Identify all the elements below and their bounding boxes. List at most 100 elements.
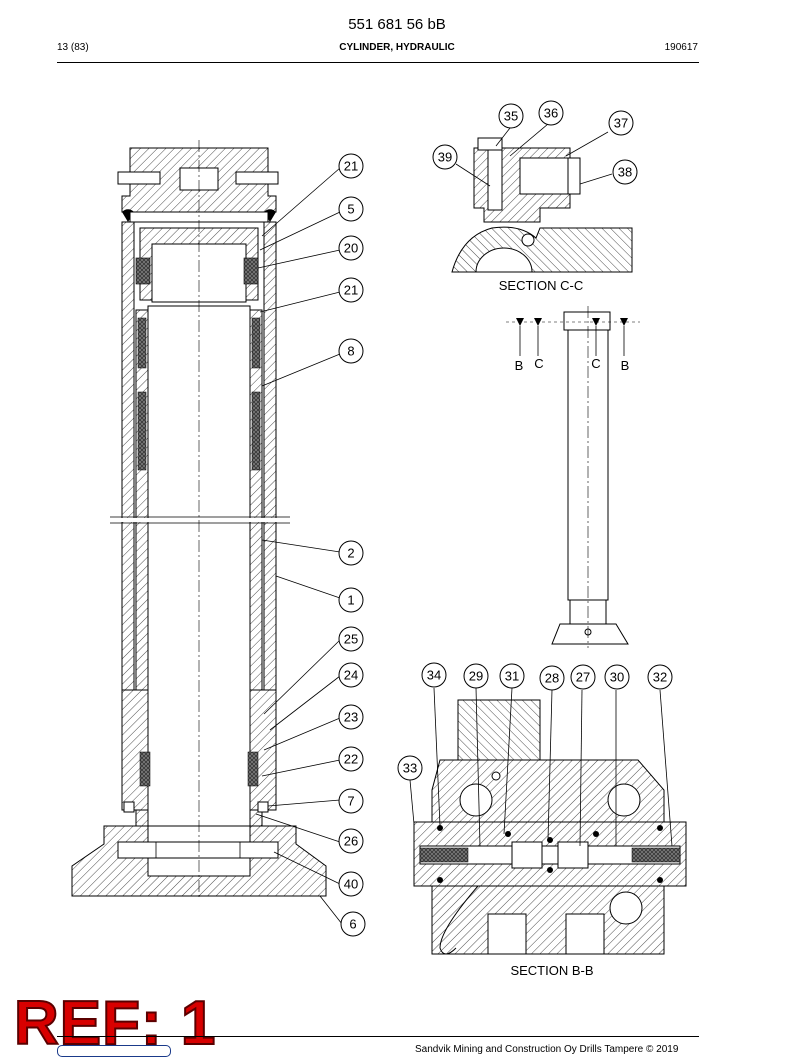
callout-21-top: 21 <box>338 153 364 179</box>
callout-21: 21 <box>338 277 364 303</box>
svg-text:23: 23 <box>344 710 358 725</box>
wear-ring-right <box>243 257 259 285</box>
svg-text:7: 7 <box>347 794 354 809</box>
main-cylinder-section <box>71 140 327 900</box>
callout-27: 27 <box>570 664 596 690</box>
svg-text:38: 38 <box>618 165 632 180</box>
side-elevation-view: B C C B <box>506 306 640 648</box>
svg-text:29: 29 <box>469 669 483 684</box>
marker-b-right: B <box>621 358 630 373</box>
cc-screw-head <box>477 137 503 151</box>
svg-text:40: 40 <box>344 877 358 892</box>
rod-seal-right <box>247 751 259 787</box>
svg-text:25: 25 <box>344 632 358 647</box>
callout-24: 24 <box>338 662 364 688</box>
callout-25: 25 <box>338 626 364 652</box>
cc-plug-cap <box>567 157 581 195</box>
callout-29: 29 <box>463 663 489 689</box>
svg-text:1: 1 <box>347 593 354 608</box>
svg-text:33: 33 <box>403 761 417 776</box>
side-head <box>563 311 611 331</box>
reference-stamp: REF: 1 <box>13 988 217 1059</box>
section-bb-label: SECTION B-B <box>510 963 593 978</box>
svg-text:21: 21 <box>344 159 358 174</box>
callout-35: 35 <box>498 103 524 129</box>
svg-text:27: 27 <box>576 670 590 685</box>
bb-port-right <box>565 913 605 955</box>
callout-28: 28 <box>539 665 565 691</box>
guide-band-right-2 <box>251 391 261 471</box>
svg-text:39: 39 <box>438 150 452 165</box>
bolt-left <box>123 801 135 813</box>
svg-text:34: 34 <box>427 668 441 683</box>
cc-pin <box>521 233 535 247</box>
wear-ring-left <box>135 257 151 285</box>
port-fitting-left <box>117 171 161 185</box>
callout-40: 40 <box>338 871 364 897</box>
svg-text:6: 6 <box>349 917 356 932</box>
callout-23: 23 <box>338 704 364 730</box>
main-leaders <box>255 167 343 925</box>
callout-5: 5 <box>338 196 364 222</box>
callout-32: 32 <box>647 664 673 690</box>
callout-8: 8 <box>338 338 364 364</box>
document-date: 190617 <box>664 42 698 53</box>
svg-text:2: 2 <box>347 546 354 561</box>
svg-text:31: 31 <box>505 669 519 684</box>
svg-text:8: 8 <box>347 344 354 359</box>
section-bb-view: SECTION B-B <box>409 687 687 978</box>
company-logo <box>57 1045 171 1057</box>
break-line <box>110 516 290 524</box>
rod-seal-left <box>139 751 151 787</box>
svg-text:30: 30 <box>610 670 624 685</box>
svg-text:36: 36 <box>544 106 558 121</box>
callout-31: 31 <box>499 663 525 689</box>
callout-37: 37 <box>608 110 634 136</box>
gland-left <box>121 689 149 811</box>
callout-20: 20 <box>338 235 364 261</box>
bolt-right <box>257 801 269 813</box>
footer-rule <box>57 1036 699 1037</box>
callout-38: 38 <box>612 159 638 185</box>
svg-text:21: 21 <box>344 283 358 298</box>
bb-thread-right <box>631 847 681 863</box>
page-number: 13 (83) <box>57 42 89 53</box>
callout-36: 36 <box>538 100 564 126</box>
svg-text:28: 28 <box>545 671 559 686</box>
callout-26: 26 <box>338 828 364 854</box>
svg-text:35: 35 <box>504 109 518 124</box>
bb-thread-left <box>419 847 469 863</box>
svg-text:32: 32 <box>653 670 667 685</box>
section-cc-view: SECTION C-C <box>451 123 633 293</box>
callout-22: 22 <box>338 746 364 772</box>
bb-port-left <box>487 913 527 955</box>
cc-bore <box>475 247 533 273</box>
footer-copyright: Sandvik Mining and Construction Oy Drill… <box>415 1044 679 1055</box>
callout-39: 39 <box>432 144 458 170</box>
guide-band-right <box>251 317 261 369</box>
break-gap <box>112 518 288 522</box>
callout-6: 6 <box>340 911 366 937</box>
callout-7: 7 <box>338 788 364 814</box>
cc-plug <box>519 157 575 195</box>
port-fitting-right <box>235 171 279 185</box>
callout-33: 33 <box>397 755 423 781</box>
callout-1: 1 <box>338 587 364 613</box>
svg-text:20: 20 <box>344 241 358 256</box>
base-pin <box>117 841 279 859</box>
document-title: CYLINDER, HYDRAULIC <box>339 42 455 53</box>
svg-text:37: 37 <box>614 116 628 131</box>
document-code: 551 681 56 bB <box>348 16 446 33</box>
header-rule <box>57 62 699 63</box>
guide-band-left <box>137 317 147 369</box>
marker-c-left: C <box>534 356 543 371</box>
marker-b-left: B <box>515 358 524 373</box>
marker-c-right: C <box>591 356 600 371</box>
guide-band-left-2 <box>137 391 147 471</box>
bb-top-block <box>457 699 541 761</box>
callout-30: 30 <box>604 664 630 690</box>
piston-bore <box>151 243 247 303</box>
svg-text:22: 22 <box>344 752 358 767</box>
svg-text:5: 5 <box>347 202 354 217</box>
cc-screw <box>487 149 503 211</box>
